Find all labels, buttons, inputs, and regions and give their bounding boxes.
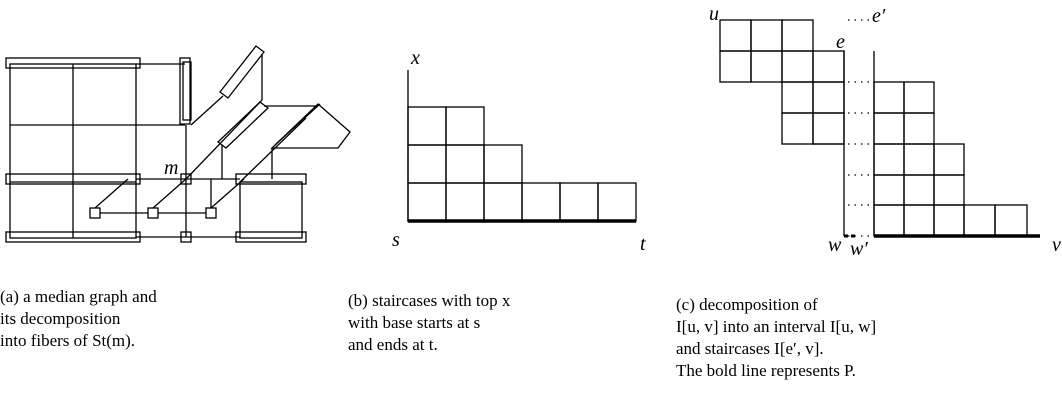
- dotted-connectors: [848, 19, 872, 237]
- fiber-top-block: [182, 61, 192, 121]
- fiber-slanted-middle: [216, 101, 270, 149]
- label-v: v: [1052, 234, 1061, 256]
- label-x: x: [410, 47, 420, 69]
- interval-grid-middle: [781, 81, 845, 145]
- caption-b-line-3: and ends at t.: [348, 335, 438, 354]
- label-t: t: [640, 233, 646, 255]
- fiber-slanted-box: [270, 103, 351, 149]
- vertex-bottom-center: [180, 231, 192, 243]
- caption-c-line-1: (c) decomposition of: [676, 295, 818, 314]
- caption-b: (b) staircases with top x with base star…: [348, 290, 510, 356]
- staircase-grid-right: [873, 51, 1028, 237]
- caption-c-line-3: and staircases I[e′, v].: [676, 339, 824, 358]
- caption-c-line-2: I[u, v] into an interval I[u, w]: [676, 317, 877, 336]
- label-m: m: [164, 157, 178, 179]
- fiber-slanted-upper: [219, 45, 265, 99]
- median-graph-diagram: [5, 45, 351, 243]
- vertex-inner-1: [89, 207, 101, 219]
- label-e-prime: e′: [872, 5, 886, 27]
- median-graph-left-grid: [9, 63, 137, 239]
- decomposition-diagram: [719, 19, 1040, 238]
- caption-a: (a) a median graph and its decomposition…: [0, 286, 157, 352]
- label-e: e: [836, 31, 845, 53]
- label-s: s: [392, 229, 400, 251]
- vertex-inner-2: [147, 207, 159, 219]
- staircase-diagram: [407, 70, 637, 223]
- caption-c-line-4: The bold line represents P.: [676, 361, 856, 380]
- label-w-prime: w′: [850, 238, 868, 260]
- caption-a-line-1: (a) a median graph and: [0, 287, 157, 306]
- staircase-row-middle: [407, 144, 523, 184]
- vertex-m: [180, 173, 192, 185]
- staircase-row-top: [407, 106, 485, 146]
- fiber-bottom-right: [235, 231, 307, 243]
- caption-c: (c) decomposition of I[u, v] into an int…: [676, 294, 876, 382]
- label-u: u: [709, 3, 719, 25]
- caption-b-line-2: with base starts at s: [348, 313, 481, 332]
- caption-b-line-1: (b) staircases with top x: [348, 291, 511, 310]
- label-w: w: [828, 234, 842, 256]
- caption-a-line-3: into fibers of St(m).: [0, 331, 136, 350]
- interval-grid-top: [719, 19, 845, 83]
- caption-a-line-2: its decomposition: [0, 309, 121, 328]
- vertex-inner-3: [205, 207, 217, 219]
- staircase-row-bottom: [407, 182, 637, 222]
- fiber-top-left: [5, 57, 141, 69]
- fiber-top-right-small: [179, 57, 191, 125]
